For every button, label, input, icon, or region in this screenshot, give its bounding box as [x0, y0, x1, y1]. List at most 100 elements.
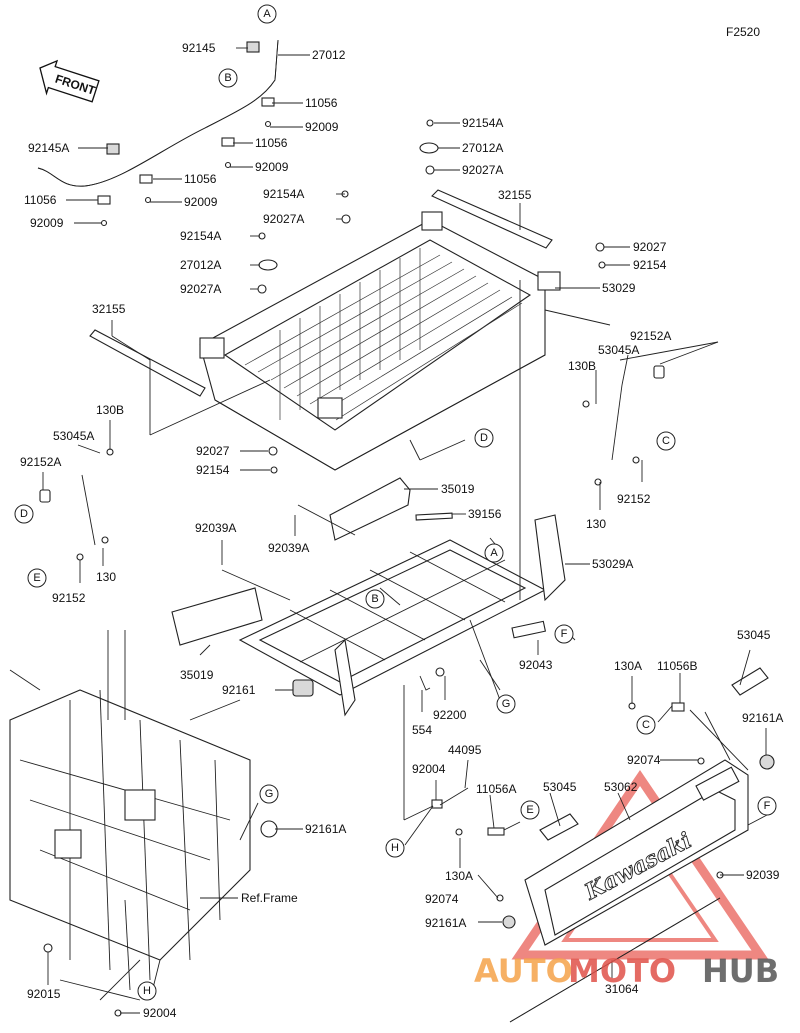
label-53045a-right: 53045A [598, 343, 639, 357]
label-92009-d: 92009 [30, 216, 64, 230]
label-39156: 39156 [468, 507, 502, 521]
label-92161a-frame: 92161A [305, 822, 346, 836]
callout-a-frame: A [484, 543, 504, 563]
label-27012: 27012 [312, 48, 346, 62]
callouts: A B D C D E A B F G C F G E H H [14, 4, 777, 1001]
label-32155-left: 32155 [92, 302, 126, 316]
clip-11056-a [261, 97, 275, 107]
bolt-92009-b [224, 161, 232, 169]
label-92039: 92039 [746, 868, 780, 882]
leader-lines [42, 47, 768, 1014]
label-92039a-upper: 92039A [195, 521, 236, 535]
watermark-text-auto: AUTO [474, 952, 573, 990]
svg-text:D: D [20, 508, 28, 520]
label-92015: 92015 [27, 987, 61, 1001]
label-92027a-left: 92027A [180, 282, 221, 296]
svg-text:C: C [642, 719, 650, 731]
crossbar-32155-left [89, 329, 206, 397]
latch-53045-lower [539, 813, 579, 841]
label-11056b: 11056B [657, 659, 697, 673]
callout-f-frame: F [554, 624, 574, 644]
label-92039a-lower: 92039A [268, 541, 309, 555]
label-92161a-upper: 92161A [742, 711, 783, 725]
svg-text:B: B [371, 593, 378, 605]
svg-text:F: F [764, 800, 771, 812]
clip-11056-b [221, 137, 235, 147]
label-130b-right: 130B [568, 359, 596, 373]
figure-code: F2520 [726, 25, 760, 39]
bolt-92009-a [264, 120, 272, 128]
label-92027a-mid: 92027A [263, 212, 304, 226]
label-11056-c: 11056 [184, 172, 217, 186]
label-92161: 92161 [222, 683, 256, 697]
front-arrow: FRONT [39, 59, 100, 103]
bolt-92009-c [144, 196, 152, 204]
label-130b-left: 130B [96, 403, 124, 417]
latch-53045-upper [731, 667, 769, 696]
label-130-right: 130 [586, 517, 606, 531]
cargo-bed [199, 211, 561, 471]
label-554: 554 [412, 723, 432, 737]
vehicle-frame [9, 630, 278, 1017]
tailgate: Kawasaki [431, 667, 775, 1023]
label-92074-upper: 92074 [627, 753, 661, 767]
label-11056a: 11056A [476, 782, 516, 796]
pin-92043 [511, 620, 547, 639]
clamp-92145 [246, 41, 260, 53]
label-31064: 31064 [605, 982, 639, 996]
callout-c-right: C [656, 431, 676, 451]
label-ref-frame: Ref.Frame [241, 891, 298, 905]
label-92009-a: 92009 [305, 120, 339, 134]
label-11056-d: 11056 [24, 193, 57, 207]
strut-53045a-right [582, 365, 665, 486]
harness-cable [37, 39, 279, 227]
shield-35019-lower [171, 587, 263, 646]
svg-text:F: F [561, 628, 568, 640]
bolt-92009-d [100, 219, 108, 227]
callout-d-bed: D [474, 428, 494, 448]
svg-text:A: A [490, 547, 498, 559]
callout-e-left: E [27, 568, 47, 588]
callout-a-top: A [257, 4, 277, 24]
label-11056-a: 11056 [305, 96, 338, 110]
label-92200: 92200 [433, 708, 467, 722]
label-92161a-lower: 92161A [425, 916, 466, 930]
label-130a-upper: 130A [614, 659, 642, 673]
label-92152-right: 92152 [617, 492, 651, 506]
label-53045-upper: 53045 [737, 628, 771, 642]
shield-35019-upper [329, 477, 411, 541]
label-53062: 53062 [604, 780, 638, 794]
label-130a-lower: 130A [445, 869, 473, 883]
label-92009-b: 92009 [255, 160, 289, 174]
svg-text:H: H [143, 985, 151, 997]
label-92004-mid: 92004 [412, 762, 446, 776]
label-92154a-mid: 92154A [263, 187, 304, 201]
label-92152a-right: 92152A [630, 329, 671, 343]
label-92154-bed: 92154 [196, 463, 230, 477]
watermark-text: AUTO MOTO HUB [474, 952, 779, 990]
svg-text:D: D [480, 432, 488, 444]
label-44095: 44095 [448, 743, 482, 757]
label-35019-upper: 35019 [441, 482, 475, 496]
callout-b-frame: B [365, 589, 385, 609]
label-53029: 53029 [602, 281, 636, 295]
clip-11056-c [139, 174, 153, 184]
label-92027a-top: 92027A [462, 163, 503, 177]
svg-text:A: A [263, 8, 271, 20]
label-92145a: 92145A [28, 141, 69, 155]
label-35019-lower: 35019 [180, 668, 214, 682]
bed-frame [238, 514, 566, 717]
callout-h-mid: H [385, 838, 405, 858]
label-92004-bottom: 92004 [143, 1006, 177, 1020]
label-53045-lower: 53045 [543, 780, 577, 794]
callout-b-top: B [218, 68, 238, 88]
label-92154-right: 92154 [633, 258, 667, 272]
svg-text:E: E [33, 572, 40, 584]
callout-c-tailgate: C [636, 715, 656, 735]
label-92145: 92145 [182, 41, 216, 55]
label-92027-right: 92027 [633, 240, 667, 254]
part-labels: 92145 27012 11056 92009 92145A 11056 920… [20, 41, 783, 1020]
svg-text:G: G [265, 788, 274, 800]
label-92154a-left: 92154A [180, 229, 221, 243]
